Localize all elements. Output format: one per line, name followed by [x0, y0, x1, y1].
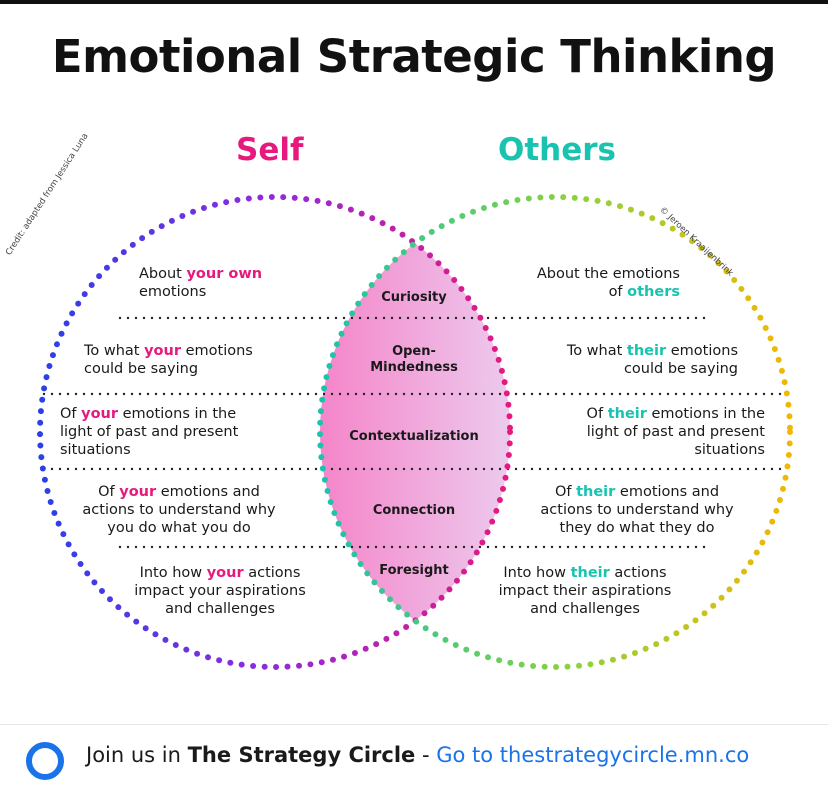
center-label-connection: Connection	[372, 503, 456, 518]
intersection-lens	[320, 197, 510, 667]
self-circle	[37, 194, 513, 670]
footer-text: Join us in The Strategy Circle - Go to t…	[86, 743, 750, 767]
center-label-curiosity: Curiosity	[381, 290, 447, 305]
row-dividers	[42, 316, 786, 549]
footer-banner: Join us in The Strategy Circle - Go to t…	[0, 724, 828, 788]
venn-diagram	[37, 194, 793, 670]
circle-logo-icon	[26, 742, 64, 780]
page-title: Emotional Strategic Thinking	[51, 30, 777, 83]
self-heading: Self	[236, 132, 304, 168]
center-label-open-mindedness: Open- Mindedness	[370, 344, 458, 375]
center-label-foresight: Foresight	[379, 563, 449, 578]
top-rule	[0, 0, 828, 4]
others-circle	[317, 194, 793, 670]
community-name: The Strategy Circle	[187, 743, 416, 767]
center-label-contextualization: Contextualization	[349, 429, 479, 444]
others-heading: Others	[498, 132, 617, 168]
community-link[interactable]: Go to thestrategycircle.mn.co	[436, 743, 750, 767]
